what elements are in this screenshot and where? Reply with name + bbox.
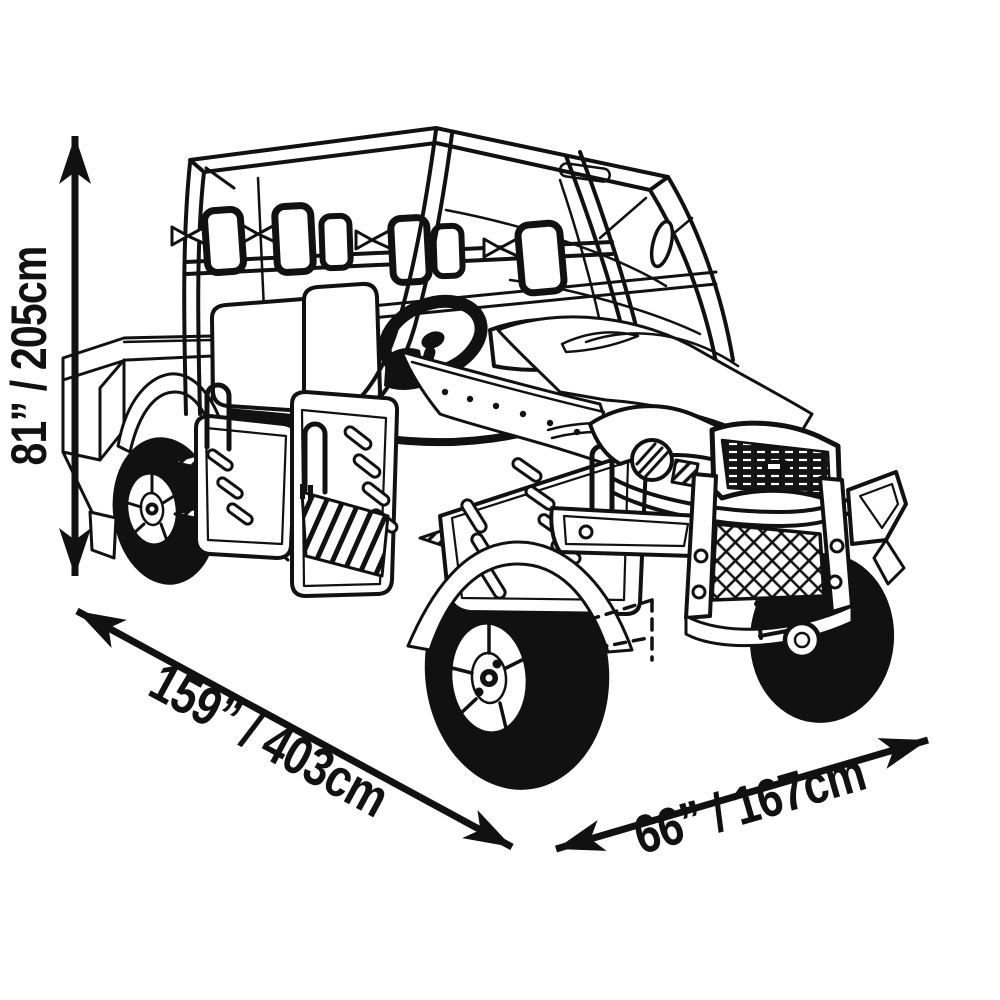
width-dimension: 66” / 167cm (555, 736, 929, 866)
hidden-lines (586, 598, 654, 662)
width-dimension-label: 66” / 167cm (627, 742, 871, 866)
headrests (170, 202, 568, 297)
front-end (549, 404, 908, 662)
roll-cage (182, 126, 735, 416)
height-dimension: 81” / 205cm (1, 136, 91, 576)
mud-flap (88, 510, 118, 560)
doors (169, 382, 648, 616)
headlight-pod (588, 404, 746, 472)
hood (496, 315, 814, 456)
height-dimension-label: 81” / 205cm (1, 247, 57, 466)
mirror-icon (649, 219, 675, 269)
length-arrow-icon (75, 607, 514, 851)
front-door (290, 390, 400, 598)
utv-illustration (61, 126, 908, 790)
rear-wheel-hub (125, 471, 179, 547)
grab-bar-icon (302, 421, 328, 495)
dash-cowl (400, 350, 624, 472)
grab-bar-icon (204, 382, 232, 452)
bumper (549, 470, 908, 660)
length-dimension-label: 159” / 403cm (140, 652, 398, 829)
rear-door (194, 414, 299, 560)
front-grille (709, 420, 843, 507)
bumper-wing (846, 470, 908, 546)
bumper-mesh (710, 522, 826, 602)
width-arrow-icon (555, 736, 929, 853)
front-fender (406, 540, 634, 654)
